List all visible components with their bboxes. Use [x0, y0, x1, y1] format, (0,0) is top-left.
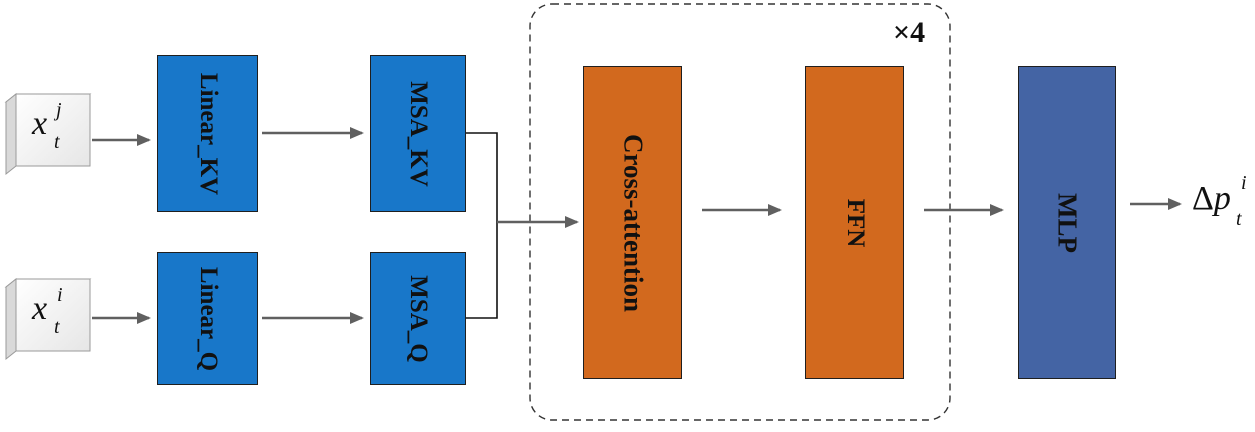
- linear-q-label: Linear_Q: [194, 266, 222, 371]
- msa-kv-label: MSA_KV: [405, 80, 432, 187]
- cross-attention-block: Cross-attention: [583, 66, 682, 379]
- connector-msa-kv: [466, 132, 498, 222]
- linear-q-block: Linear_Q: [157, 252, 258, 385]
- ffn-label: FFN: [841, 198, 869, 247]
- ffn-block: FFN: [805, 66, 904, 379]
- cross-attention-label: Cross-attention: [618, 133, 648, 312]
- msa-q-block: MSA_Q: [370, 252, 466, 385]
- input-label-xj: x j t: [32, 99, 62, 153]
- mlp-block: MLP: [1018, 66, 1116, 379]
- mlp-label: MLP: [1052, 192, 1083, 253]
- output-label-delta-p: Δp i t: [1192, 172, 1247, 230]
- msa-kv-block: MSA_KV: [370, 55, 466, 212]
- linear-kv-block: Linear_KV: [157, 55, 258, 212]
- input-cube-xi: [4, 277, 92, 361]
- linear-kv-label: Linear_KV: [194, 72, 222, 195]
- input-label-xi: x i t: [32, 284, 63, 338]
- repeat-count-label: ×4: [893, 16, 926, 49]
- connector-msa-q: [466, 222, 498, 319]
- msa-q-label: MSA_Q: [405, 274, 432, 363]
- input-cube-xj: [4, 92, 92, 176]
